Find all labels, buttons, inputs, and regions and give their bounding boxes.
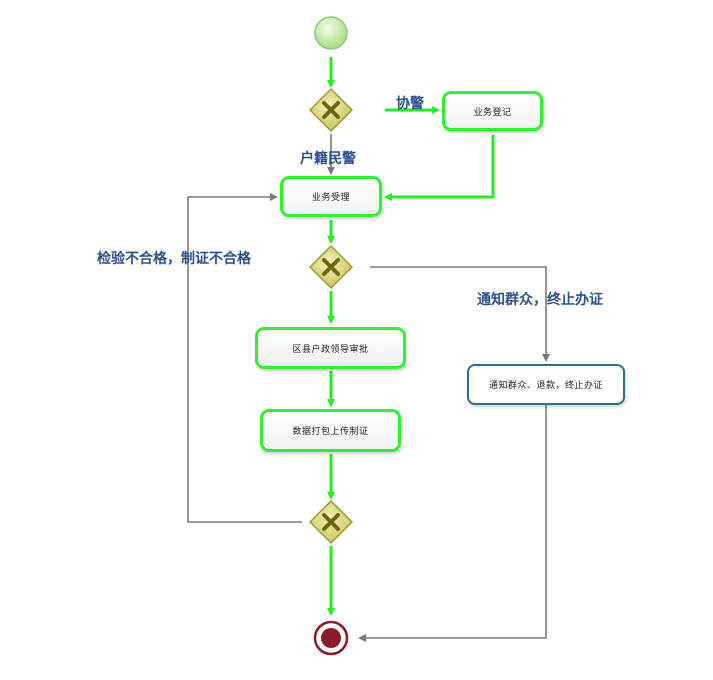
end-event-icon[interactable] <box>313 620 349 656</box>
task-notify-refund-label: 通知群众、退款，终止办证 <box>488 381 603 391</box>
label-assist-police: 协警 <box>396 96 424 112</box>
exclusive-gateway-1-icon[interactable] <box>308 87 354 133</box>
task-notify-refund[interactable]: 通知群众、退款，终止办证 <box>467 364 625 405</box>
exclusive-gateway-3-icon[interactable] <box>308 499 354 545</box>
start-event-icon[interactable] <box>314 16 348 50</box>
flow-gateway3-loop-back <box>187 193 302 523</box>
task-data-upload-label: 数据打包上传制证 <box>292 427 369 437</box>
task-acceptance[interactable]: 业务受理 <box>280 176 382 217</box>
exclusive-gateway-2-icon[interactable] <box>308 244 354 290</box>
label-notify-terminate: 通知群众，终止办证 <box>477 292 603 308</box>
flow-notify-to-end <box>358 405 547 642</box>
task-county-approval-label: 区县户政领导审批 <box>292 344 369 355</box>
label-household-police: 户籍民警 <box>300 151 356 167</box>
task-data-upload[interactable]: 数据打包上传制证 <box>260 409 401 452</box>
task-registration-label: 业务登记 <box>473 107 512 118</box>
task-registration[interactable]: 业务登记 <box>442 91 543 131</box>
label-check-fail: 检验不合格，制证不合格 <box>97 251 251 267</box>
task-acceptance-label: 业务受理 <box>311 193 350 203</box>
flow-registration-to-acceptance <box>384 135 495 201</box>
task-county-approval[interactable]: 区县户政领导审批 <box>255 327 406 369</box>
flow-gateway2-to-notify <box>370 266 550 362</box>
